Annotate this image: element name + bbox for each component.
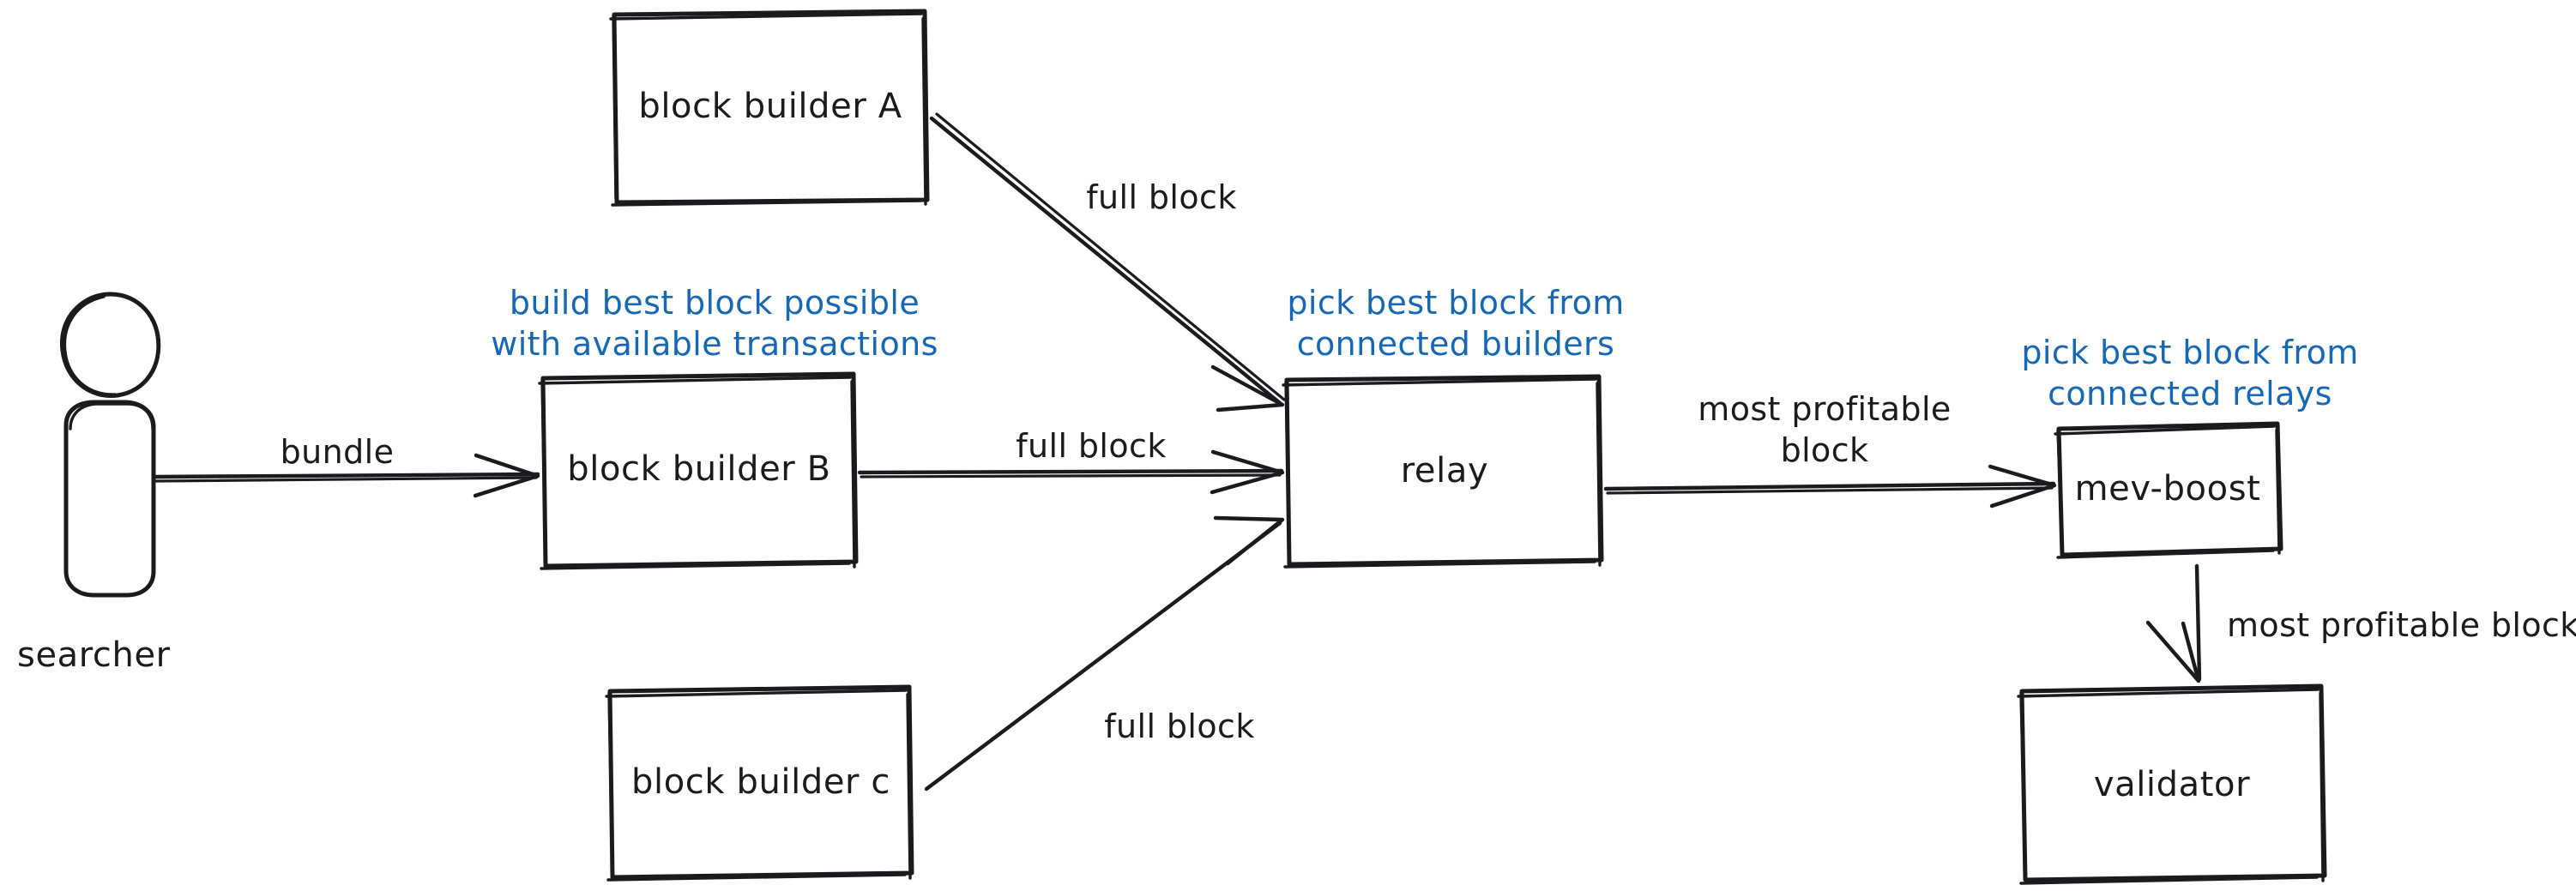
edge-builder-b-relay-line-overstroke bbox=[860, 473, 1282, 479]
edge-searcher-builder-b-line-overstroke bbox=[154, 476, 538, 483]
searcher-head-icon-overstroke bbox=[63, 295, 117, 396]
note-block-builder-line1: build best block possible bbox=[510, 284, 920, 322]
edge-relay-mev-boost-arrowhead-icon bbox=[1988, 464, 2057, 509]
edge-searcher-builder-b-arrowhead-icon bbox=[473, 453, 540, 498]
searcher-body-icon bbox=[63, 400, 156, 598]
validator-label: validator bbox=[2094, 765, 2250, 804]
edge-mev-boost-validator-arrowhead-icon bbox=[2145, 620, 2201, 683]
relay-box-overstroke bbox=[1282, 377, 1602, 569]
edge-relay-mev-boost-line-overstroke bbox=[1606, 486, 2054, 495]
edge-searcher-to-block-builder-b[interactable]: bundle bbox=[152, 433, 540, 498]
edge-builder-a-relay-line-overstroke bbox=[935, 112, 1286, 401]
edge-mev-boost-to-validator[interactable]: most profitable block bbox=[2145, 563, 2576, 683]
edge-label-bundle: bundle bbox=[281, 433, 395, 471]
edge-label-most-profitable-line1: most profitable bbox=[1698, 390, 1951, 428]
searcher-label: searcher bbox=[17, 635, 171, 675]
edge-builder-b-relay-line bbox=[857, 468, 1284, 475]
node-mev-boost[interactable]: mev-boost bbox=[2054, 421, 2283, 559]
relay-label: relay bbox=[1401, 451, 1488, 491]
edge-searcher-builder-b-line bbox=[152, 472, 540, 479]
note-mev-boost-line2: connected relays bbox=[2048, 375, 2332, 412]
edge-relay-mev-boost-line bbox=[1603, 481, 2056, 491]
note-mev-boost: pick best block from connected relays bbox=[2021, 334, 2358, 412]
note-relay-line1: pick best block from bbox=[1287, 284, 1624, 322]
note-relay-line2: connected builders bbox=[1297, 325, 1615, 363]
edge-builder-c-relay-arrowhead-icon bbox=[1213, 515, 1285, 566]
edge-block-builder-c-to-relay[interactable]: full block bbox=[924, 515, 1285, 792]
block-builder-b-label: block builder B bbox=[567, 449, 830, 489]
node-relay[interactable]: relay bbox=[1282, 374, 1604, 569]
searcher-actor[interactable]: searcher bbox=[17, 292, 171, 675]
edge-mev-boost-validator-line bbox=[2194, 563, 2202, 682]
validator-box-overstroke bbox=[2017, 688, 2325, 885]
edge-label-most-profitable-line2: block bbox=[1781, 431, 1869, 469]
node-block-builder-c[interactable]: block builder c bbox=[605, 684, 914, 882]
note-relay: pick best block from connected builders bbox=[1287, 284, 1624, 363]
edge-builder-b-relay-arrowhead-icon bbox=[1210, 449, 1285, 495]
edge-relay-to-mev-boost[interactable]: most profitable block bbox=[1603, 390, 2057, 509]
searcher-head-icon bbox=[60, 292, 161, 398]
searcher-body-icon-overstroke bbox=[69, 402, 154, 430]
node-validator[interactable]: validator bbox=[2017, 683, 2327, 885]
block-builder-a-box-overstroke bbox=[609, 12, 927, 207]
mev-boost-box-overstroke bbox=[2054, 424, 2281, 559]
node-block-builder-a[interactable]: block builder A bbox=[609, 9, 930, 207]
edge-label-most-profitable-block-validator: most profitable block bbox=[2227, 606, 2576, 644]
note-mev-boost-line1: pick best block from bbox=[2021, 334, 2358, 371]
edge-builder-a-relay-line bbox=[929, 116, 1282, 406]
block-builder-c-box-overstroke bbox=[605, 689, 912, 882]
mev-boost-label: mev-boost bbox=[2075, 469, 2261, 509]
edge-label-full-block-a: full block bbox=[1086, 178, 1236, 216]
edge-block-builder-b-to-relay[interactable]: full block bbox=[857, 427, 1285, 495]
note-block-builder-line2: with available transactions bbox=[491, 325, 938, 363]
note-block-builder: build best block possible with available… bbox=[491, 284, 938, 363]
block-builder-b-box-overstroke bbox=[538, 376, 856, 570]
edge-builder-c-relay-line bbox=[924, 521, 1282, 792]
edge-builder-a-relay-arrowhead-icon bbox=[1210, 364, 1285, 412]
edge-label-full-block-c: full block bbox=[1104, 707, 1254, 745]
block-builder-a-label: block builder A bbox=[638, 87, 902, 126]
edge-label-full-block-b: full block bbox=[1016, 427, 1166, 465]
node-block-builder-b[interactable]: block builder B bbox=[538, 371, 859, 570]
edge-block-builder-a-to-relay[interactable]: full block bbox=[929, 112, 1286, 412]
block-builder-c-label: block builder c bbox=[631, 762, 890, 802]
